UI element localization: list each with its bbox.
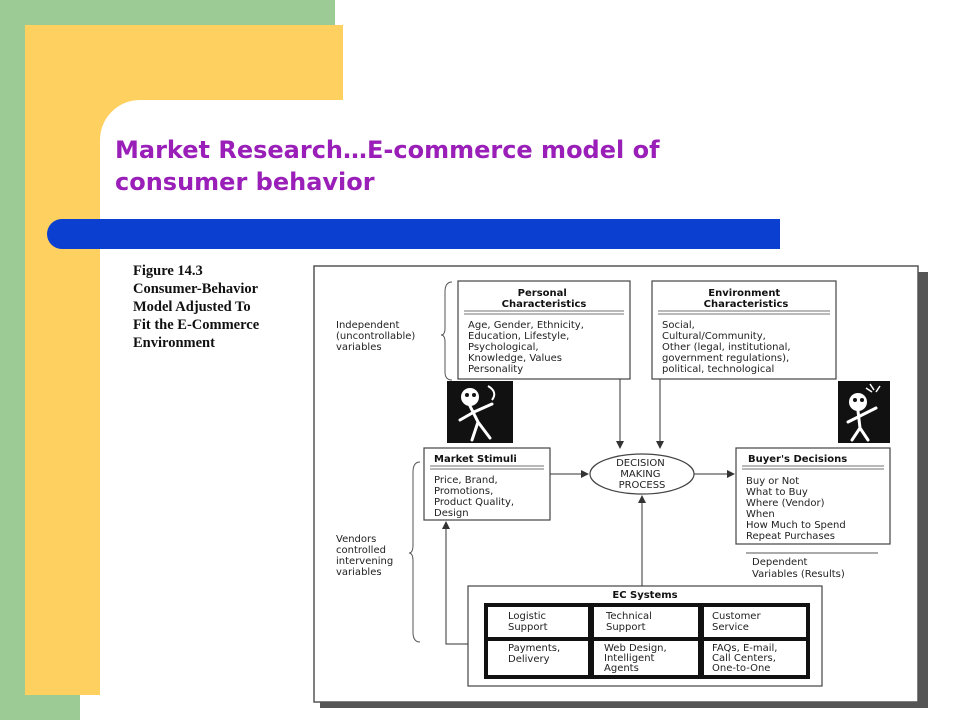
dependent-label: Dependent Variables (Results): [752, 557, 845, 580]
ec-cell: [704, 607, 806, 637]
ec-cell-logistic: Logistic Support: [508, 611, 549, 633]
market-stimuli-title: Market Stimuli: [434, 454, 517, 465]
personal-items: Age, Gender, Ethnicity, Education, Lifes…: [468, 320, 587, 375]
ec-cell: [704, 641, 806, 675]
title-underline-bar: [47, 219, 780, 249]
personal-characteristics-box: [457, 280, 631, 380]
ec-cell-technical: Technical Support: [605, 611, 655, 633]
slide-title-line-2: consumer behavior: [115, 168, 375, 196]
ec-cell-web-design: Web Design, Intelligent Agents: [604, 643, 670, 674]
environment-items: Social, Cultural/Community, Other (legal…: [662, 320, 794, 375]
personal-title: Personal Characteristics: [502, 288, 587, 310]
ec-cell: [488, 641, 588, 675]
caption-line: Model Adjusted To: [133, 299, 251, 315]
buyers-decisions-title: Buyer's Decisions: [748, 454, 847, 465]
environment-characteristics-box: [651, 280, 837, 380]
independent-label: Independent (uncontrollable) variables: [336, 320, 419, 353]
slide-title-line-1: Market Research…E-commerce model of: [115, 136, 660, 164]
caption-line: Consumer-Behavior: [133, 281, 259, 297]
ec-cell: [594, 641, 698, 675]
ec-cell: [488, 607, 588, 637]
figure-caption: Figure 14.3 Consumer-Behavior Model Adju…: [133, 262, 313, 352]
thinking-figure-left: [447, 381, 513, 443]
ec-cell-payments: Payments, Delivery: [508, 643, 563, 665]
market-stimuli-box: [423, 447, 551, 521]
environment-title: Environment Characteristics: [704, 288, 789, 310]
thinking-figure-right: [838, 381, 890, 443]
vendors-label: Vendors controlled intervening variables: [336, 534, 396, 578]
buyers-decisions-box: [735, 447, 891, 545]
ec-cell-customer: Customer Service: [712, 611, 764, 633]
top-green-band: [0, 0, 335, 25]
caption-line: Figure 14.3: [133, 263, 203, 279]
ec-cell-faqs: FAQs, E-mail, Call Centers, One-to-One: [712, 643, 781, 674]
decision-label: DECISION MAKING PROCESS: [616, 458, 668, 491]
ec-cell: [594, 607, 698, 637]
caption-line: Environment: [133, 335, 215, 351]
arrow-ec-to-stimuli: [442, 521, 468, 645]
buyers-decisions-items: Buy or Not What to Buy Where (Vendor) Wh…: [746, 476, 849, 542]
market-stimuli-items: Price, Brand, Promotions, Product Qualit…: [434, 475, 517, 519]
vendors-brace: [408, 461, 421, 643]
slide-title: Market Research…E-commerce model of cons…: [115, 134, 755, 198]
independent-brace: [440, 281, 453, 381]
ec-systems-title: EC Systems: [612, 590, 677, 601]
caption-line: Fit the E-Commerce: [133, 317, 260, 333]
